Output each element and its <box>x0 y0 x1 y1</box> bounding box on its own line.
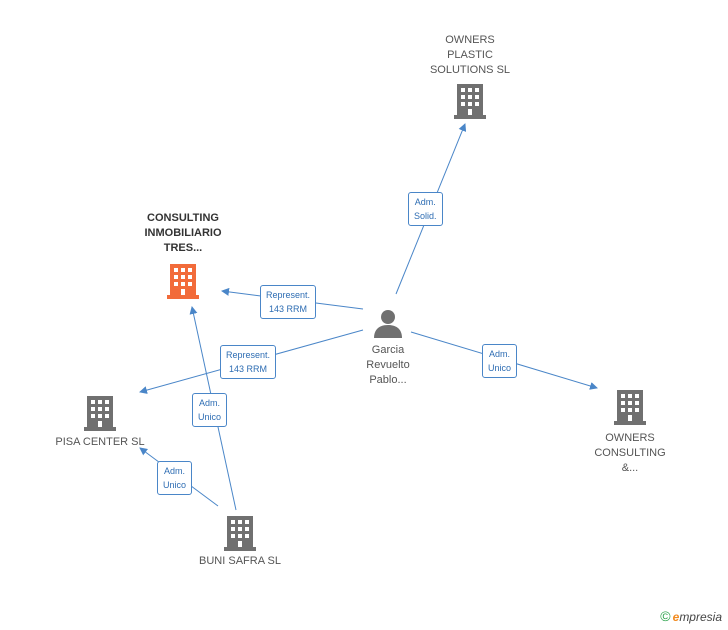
edge-label-adm-unico-consulting-tres[interactable]: Adm. Unico <box>192 393 228 427</box>
building-icon <box>454 84 486 119</box>
building-icon <box>167 264 199 299</box>
node-label: BUNI SAFRA SL <box>199 555 281 567</box>
building-icon <box>224 516 256 551</box>
copyright-icon: © <box>660 608 671 624</box>
node-pisa-center[interactable]: PISA CENTER SL <box>50 395 150 450</box>
node-label: OWNERS CONSULTING &... <box>594 432 666 474</box>
node-owners-consulting[interactable]: OWNERS CONSULTING &... <box>580 389 680 476</box>
edge-label-adm-unico-owners-consulting[interactable]: Adm. Unico <box>482 344 518 378</box>
node-label: PISA CENTER SL <box>55 436 145 448</box>
node-owners-plastic-solutions[interactable]: OWNERS PLASTIC SOLUTIONS SL <box>420 33 520 119</box>
brand-logo: empresia <box>672 610 722 624</box>
node-buni-safra[interactable]: BUNI SAFRA SL <box>190 515 290 569</box>
edge-label-represent-consulting[interactable]: Represent. 143 RRM <box>260 285 317 319</box>
node-label: OWNERS PLASTIC SOLUTIONS SL <box>429 34 511 76</box>
edge-label-adm-unico-pisa[interactable]: Adm. Unico <box>157 461 193 495</box>
node-consulting-inmobiliario-tres[interactable]: CONSULTING INMOBILIARIO TRES... <box>128 211 238 299</box>
building-icon <box>84 396 116 431</box>
building-icon <box>614 390 646 425</box>
node-label: Garcia Revuelto Pablo... <box>366 344 410 386</box>
node-garcia-revuelto-pablo[interactable]: Garcia Revuelto Pablo... <box>348 308 428 388</box>
edge-label-represent-pisa[interactable]: Represent. 143 RRM <box>220 345 277 379</box>
person-icon <box>374 310 402 338</box>
node-label: CONSULTING INMOBILIARIO TRES... <box>144 212 222 254</box>
edge-label-adm-solid[interactable]: Adm. Solid. <box>408 192 443 226</box>
empresia-watermark: ©empresia <box>660 608 722 624</box>
